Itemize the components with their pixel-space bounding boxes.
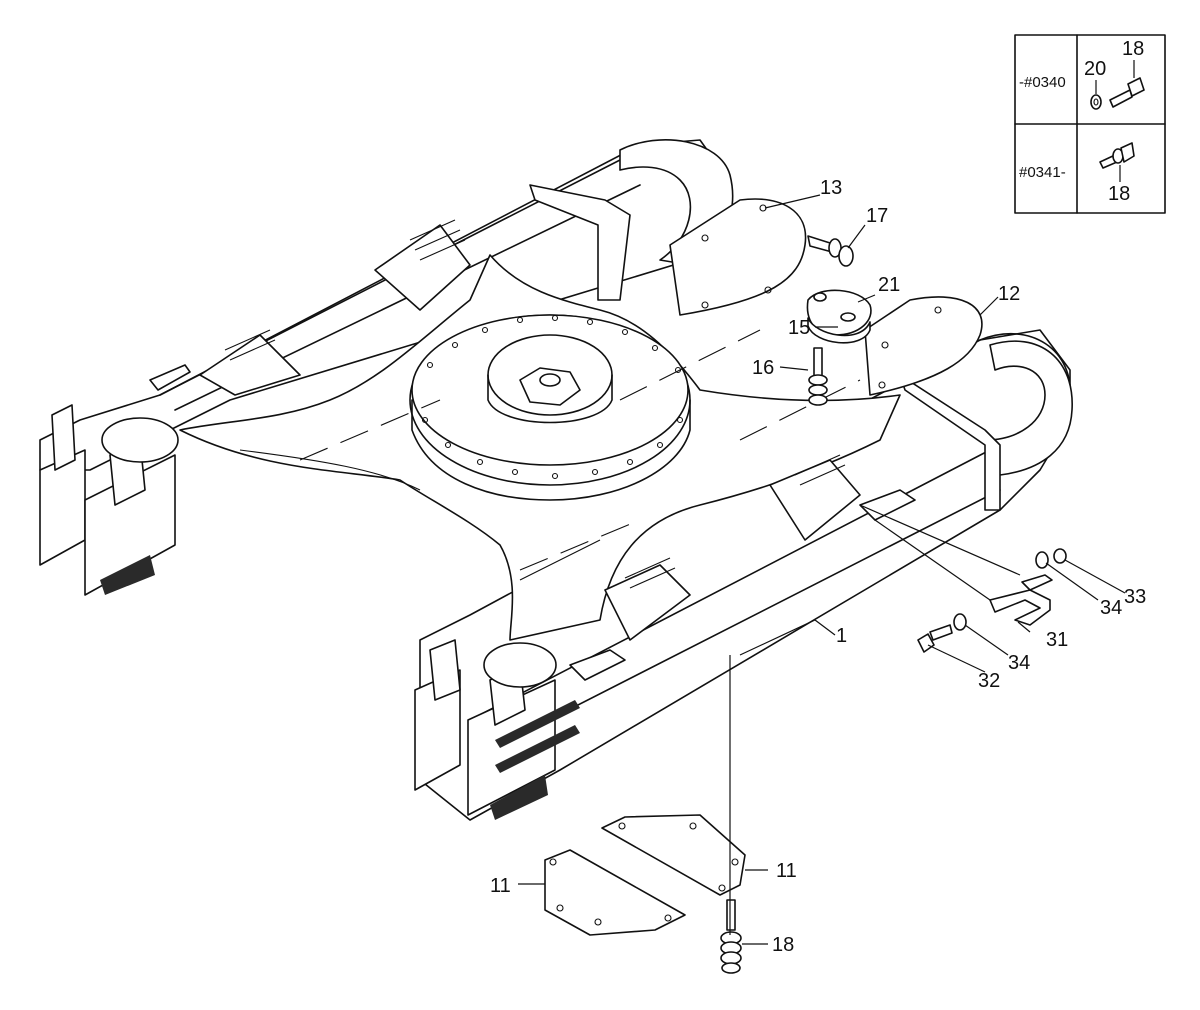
part-16-bolt-stack [808, 347, 828, 406]
part-33-nut [1053, 548, 1067, 564]
part-21-block [806, 289, 872, 344]
leader-lines [518, 194, 1126, 945]
callout-18: 18 [772, 934, 794, 956]
callout-15: 15 [788, 317, 810, 339]
inset-serial-row-1: -#0340 [1019, 74, 1066, 91]
callout-34-upper: 34 [1100, 597, 1122, 619]
part-11-plate-right [601, 814, 746, 896]
inset-bolt-18-row-1 [1109, 77, 1145, 108]
part-18-bolt-stack [720, 899, 742, 974]
callout-34-lower: 34 [1008, 652, 1030, 674]
inset-callout-18-row-2: 18 [1108, 183, 1130, 205]
callout-16: 16 [752, 357, 774, 379]
serial-inset-table: -#0340 #0341- 20 18 18 [1014, 34, 1166, 214]
part-13-cover [669, 198, 807, 316]
inset-callout-20: 20 [1084, 58, 1106, 80]
callout-32: 32 [978, 670, 1000, 692]
callout-31: 31 [1046, 629, 1068, 651]
callout-12: 12 [998, 283, 1020, 305]
inset-washer-20 [1090, 94, 1102, 110]
part-32-bolt [917, 624, 953, 653]
callout-33: 33 [1124, 586, 1146, 608]
part-12-cover [864, 296, 983, 396]
callout-13: 13 [820, 177, 842, 199]
part-34-washer-lower [953, 613, 967, 631]
callout-11-right: 11 [776, 860, 797, 882]
callout-17: 17 [866, 205, 888, 227]
lower-frame [39, 139, 1073, 821]
part-11-plate-left [544, 849, 686, 936]
inset-callout-18-row-1: 18 [1122, 38, 1144, 60]
inset-serial-row-2: #0341- [1019, 164, 1066, 181]
callout-labels: 1 11 11 12 13 15 16 17 18 21 31 32 33 34… [490, 177, 1146, 956]
part-31-clip [989, 589, 1051, 626]
inset-bolt-18-row-2 [1099, 142, 1135, 169]
callout-21: 21 [878, 274, 900, 296]
part-17-bolt [807, 235, 854, 267]
callout-11-left: 11 [490, 875, 511, 897]
part-34-washer-upper [1035, 551, 1049, 569]
callout-1: 1 [836, 625, 847, 647]
